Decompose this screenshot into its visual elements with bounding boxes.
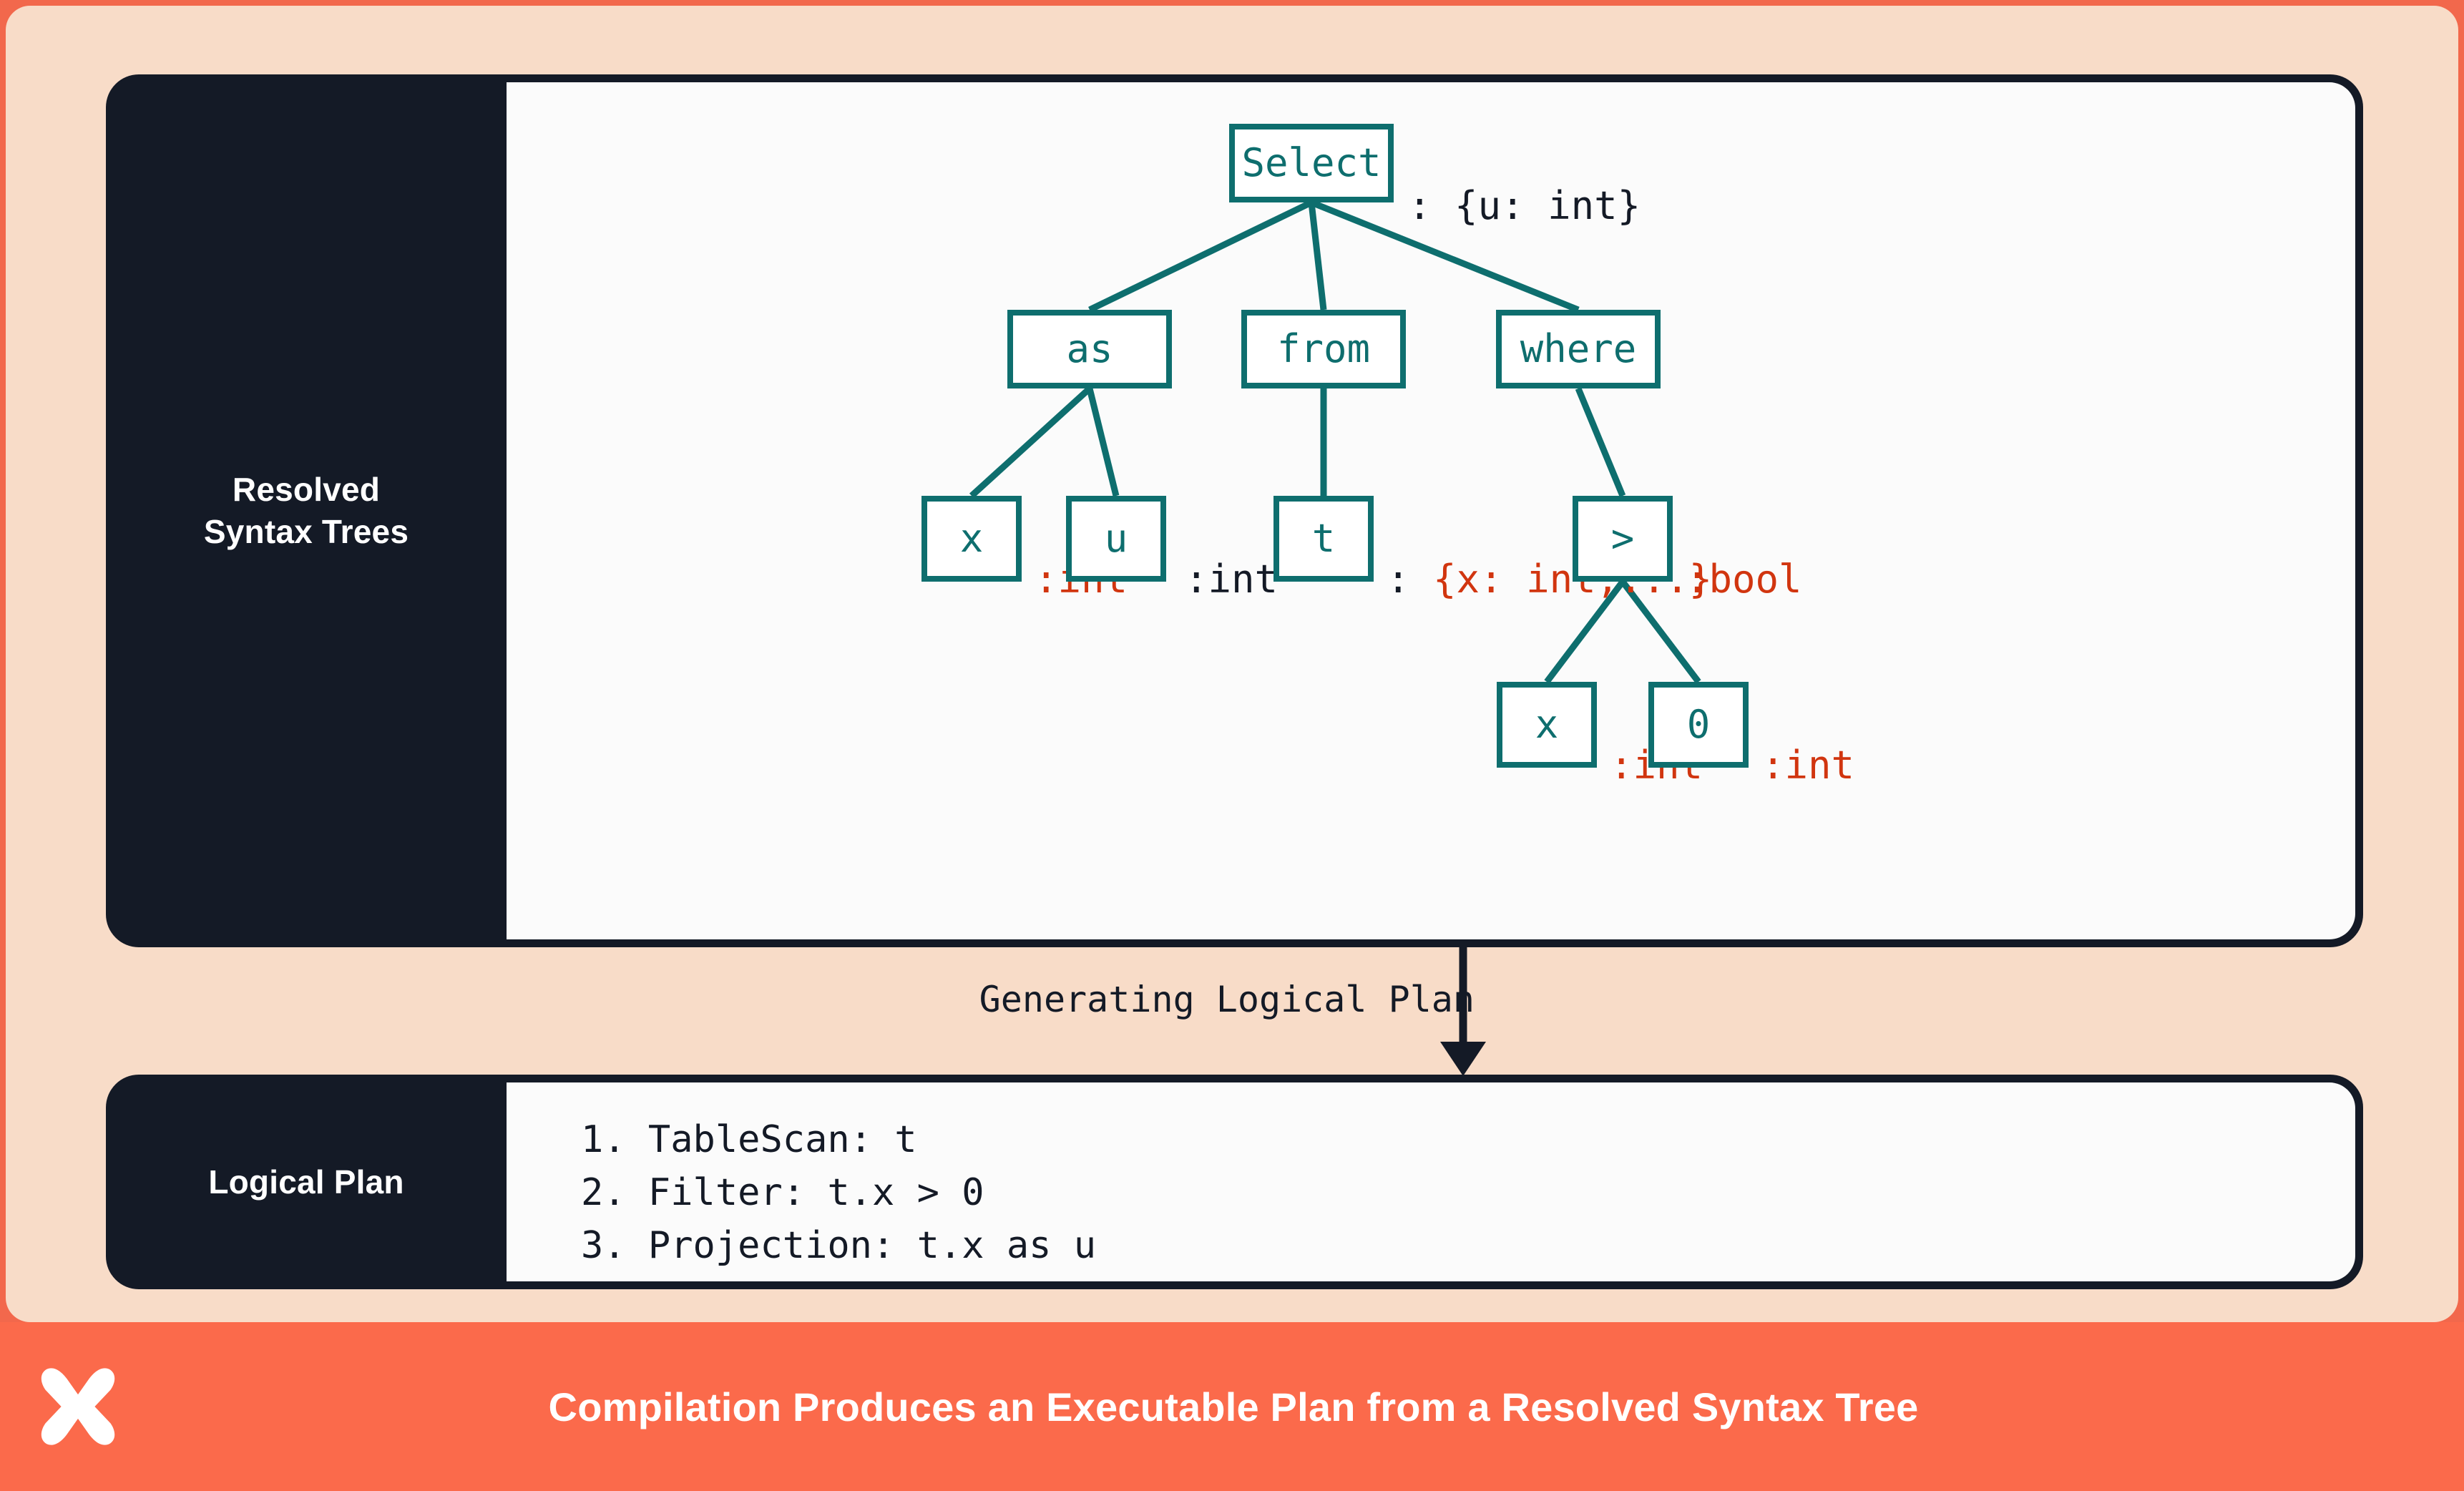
tree-node-u[interactable]: u xyxy=(1066,496,1166,582)
tree-edges xyxy=(969,199,1701,684)
tree-node-zero[interactable]: 0 xyxy=(1648,682,1749,768)
plan-panel-body: 1. TableScan: t 2. Filter: t.x > 0 3. Proj… xyxy=(507,1082,2355,1281)
tree-panel-label: Resolved Syntax Trees xyxy=(106,74,507,947)
logical-plan-step: 1. TableScan: t xyxy=(581,1118,917,1161)
tree-edge xyxy=(1544,580,1625,684)
type-annotation-gt: :bool xyxy=(1686,557,1802,602)
xmark-butterfly-logo xyxy=(41,1368,115,1445)
type-annotation-u: :int xyxy=(1185,557,1279,602)
tree-panel-label-line1: Resolved xyxy=(232,471,381,509)
resolved-syntax-trees-panel: Resolved Syntax Trees Select : {u: int} as… xyxy=(106,74,2363,947)
tree-node-where[interactable]: where xyxy=(1496,310,1661,388)
tree-node-label: Select xyxy=(1241,140,1382,185)
tree-node-label: as xyxy=(1066,326,1113,371)
tree-panel-label-line2: Syntax Trees xyxy=(203,513,409,550)
tree-node-label: x xyxy=(1535,702,1559,747)
tree-node-label: u xyxy=(1104,516,1128,561)
tree-node-label: where xyxy=(1520,326,1637,371)
logical-plan-steps: 1. TableScan: t 2. Filter: t.x > 0 3. Proj… xyxy=(507,1082,2355,1272)
tree-node-label: > xyxy=(1610,516,1635,561)
tree-node-gt[interactable]: > xyxy=(1573,496,1673,582)
tree-node-x1[interactable]: x xyxy=(921,496,1022,582)
tree-node-select[interactable]: Select xyxy=(1229,124,1394,202)
flow-connector: Generating Logical Plan xyxy=(106,947,2363,1076)
type-annotation-select: : {u: int} xyxy=(1408,183,1641,228)
tree-edge xyxy=(1088,199,1313,313)
tree-node-x2[interactable]: x xyxy=(1497,682,1597,768)
down-arrow-icon xyxy=(1440,947,1486,1076)
plan-panel-label: Logical Plan xyxy=(208,1163,404,1201)
tree-node-t[interactable]: t xyxy=(1273,496,1374,582)
tree-edge xyxy=(969,386,1092,499)
footer-banner: Compilation Produces an Executable Plan … xyxy=(0,1322,2464,1491)
tree-edge xyxy=(1308,202,1327,311)
poster-canvas: Resolved Syntax Trees Select : {u: int} as… xyxy=(6,6,2458,1322)
tree-node-label: from xyxy=(1276,326,1371,371)
type-annotation-colon: : xyxy=(1387,557,1434,602)
tree-edge xyxy=(1310,199,1580,313)
tree-node-label: t xyxy=(1311,516,1336,561)
tree-node-label: x xyxy=(959,516,984,561)
logical-plan-step: 3. Projection: t.x as u xyxy=(581,1223,1097,1267)
flow-label: Generating Logical Plan xyxy=(979,979,1475,1020)
tree-panel-body: Select: {u: int}asfromwherex:intu:intt: … xyxy=(507,82,2355,939)
tree-edge xyxy=(1575,387,1626,497)
tree-edge xyxy=(1620,580,1701,684)
logical-plan-step: 2. Filter: t.x > 0 xyxy=(581,1170,984,1214)
logical-plan-panel: Logical Plan 1. TableScan: t 2. Filter: t… xyxy=(106,1075,2363,1289)
type-annotation-zero: :int xyxy=(1761,743,1855,788)
tree-node-as[interactable]: as xyxy=(1007,310,1172,388)
tree-edge xyxy=(1086,387,1120,497)
tree-node-from[interactable]: from xyxy=(1241,310,1406,388)
tree-node-label: 0 xyxy=(1686,702,1711,747)
syntax-tree-canvas: Select: {u: int}asfromwherex:intu:intt: … xyxy=(507,82,2355,939)
footer-caption: Compilation Produces an Executable Plan … xyxy=(548,1384,1919,1429)
